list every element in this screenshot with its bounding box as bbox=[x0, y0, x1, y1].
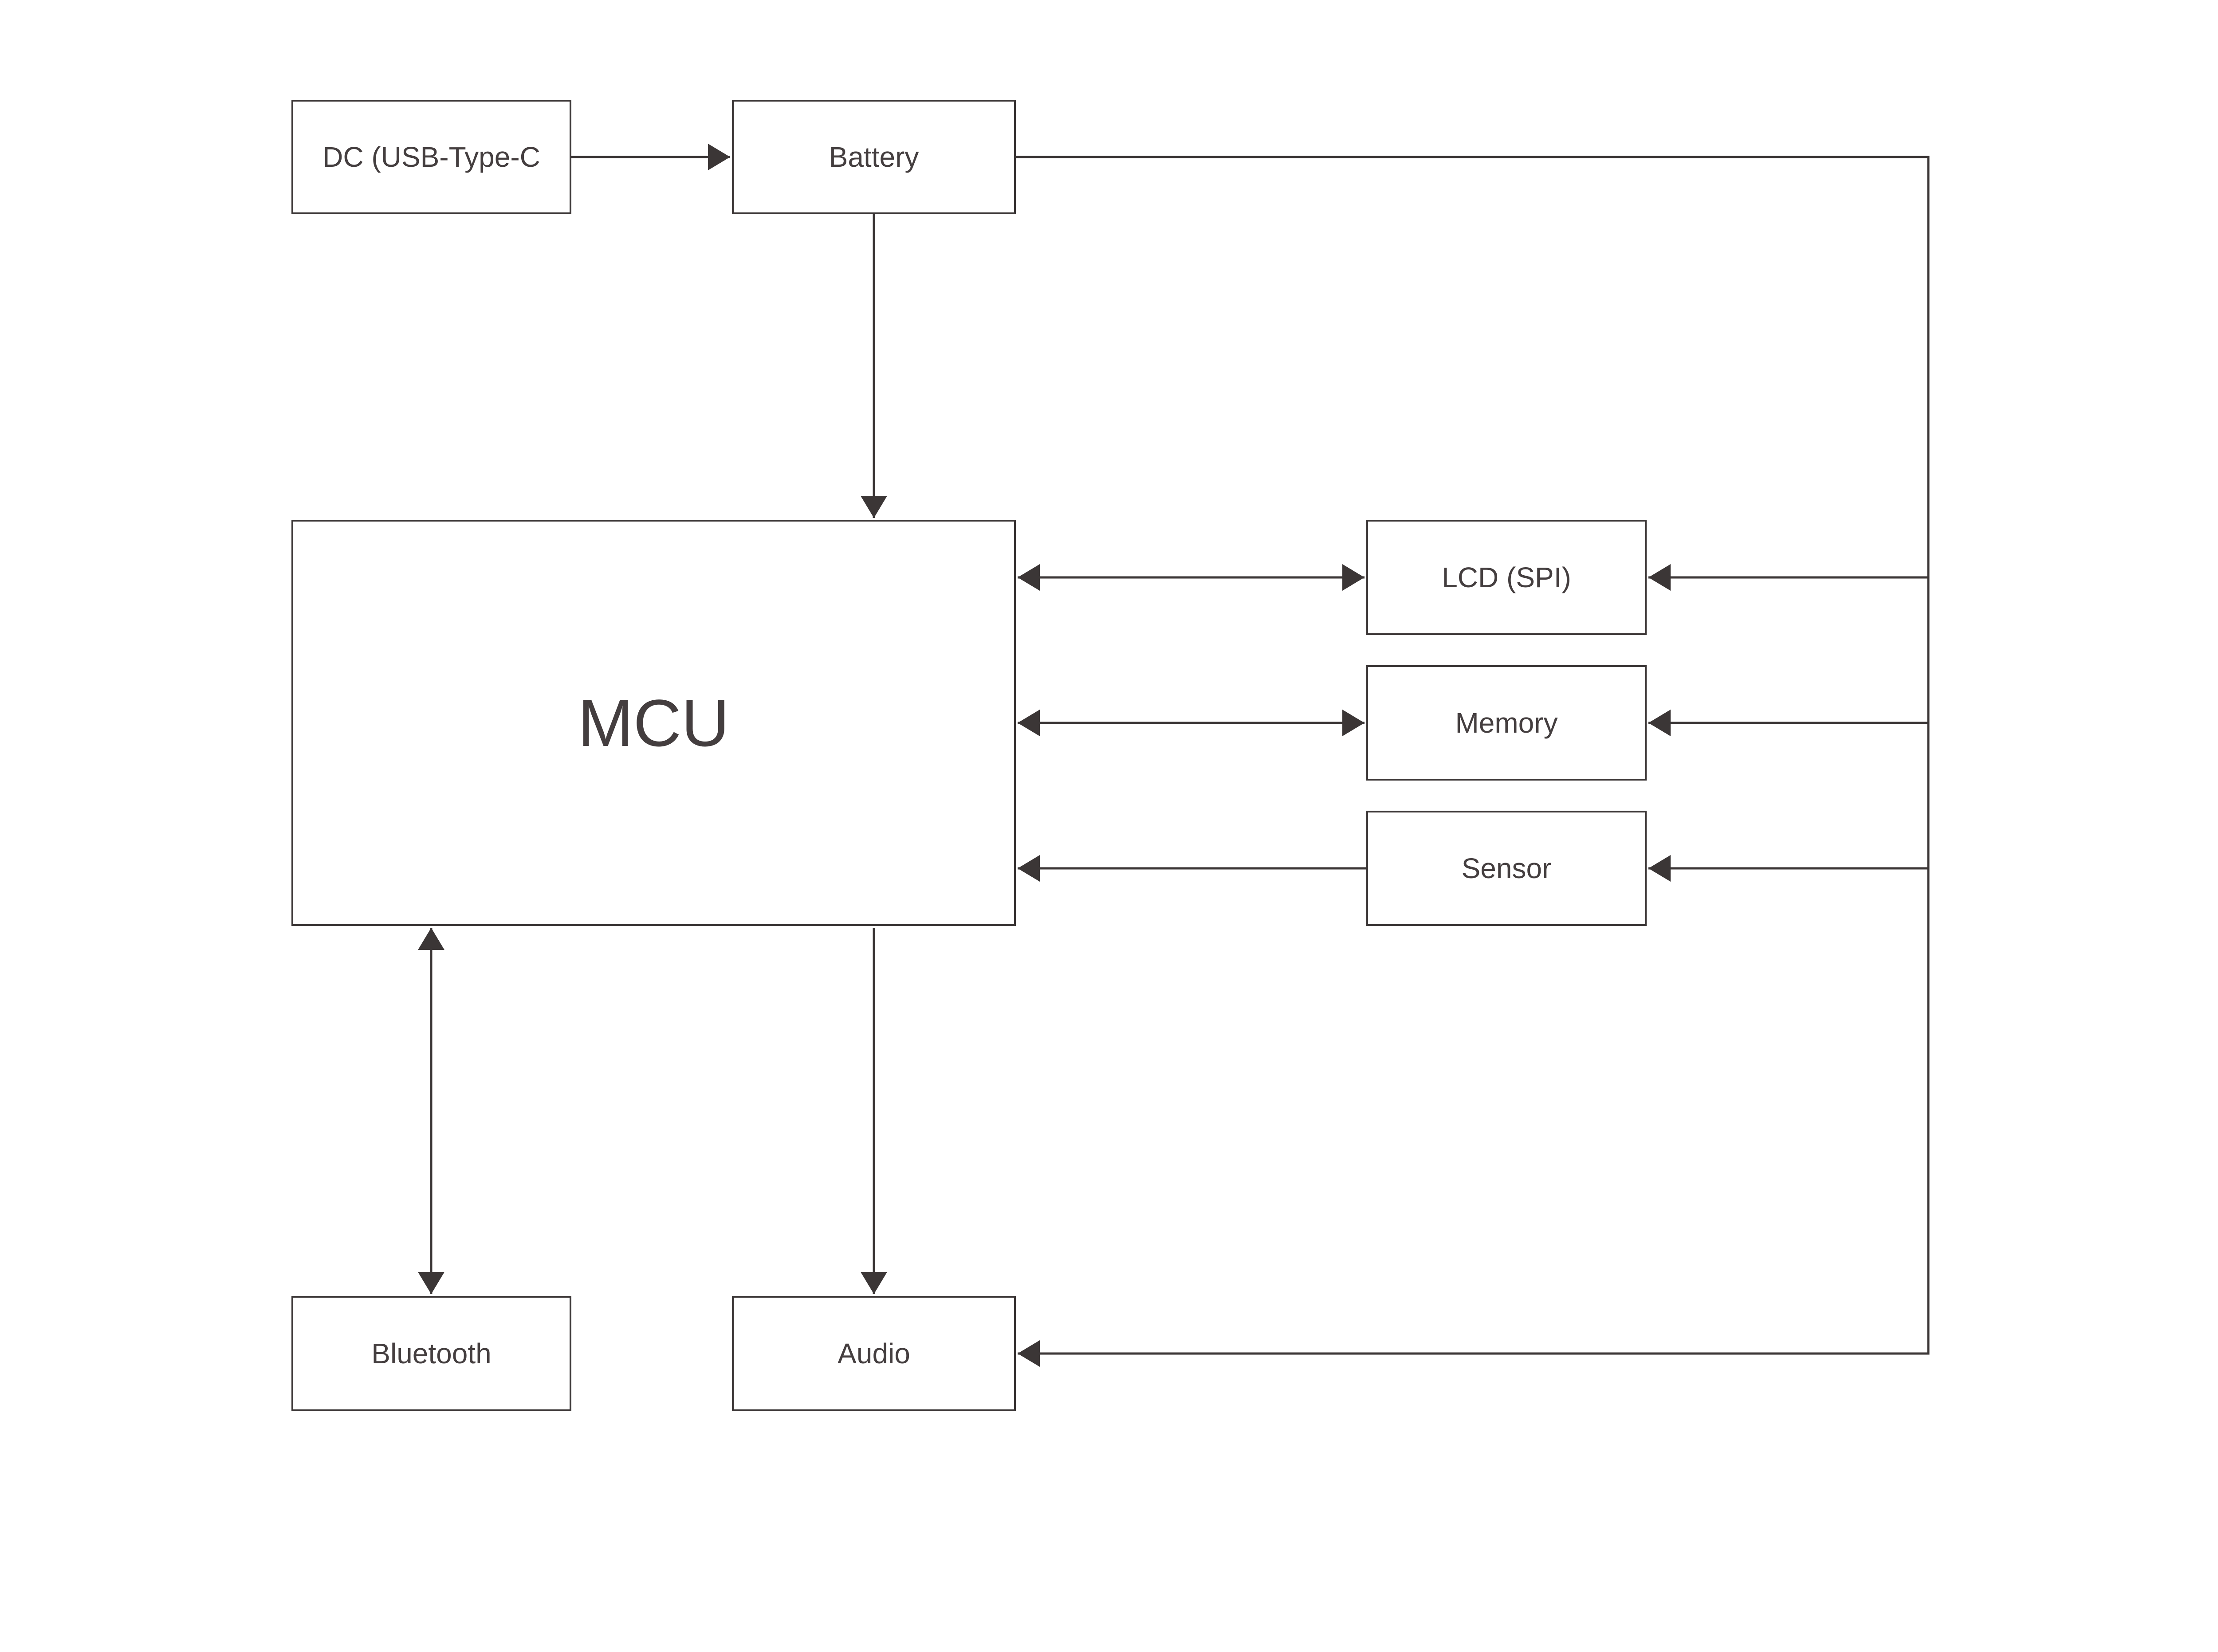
node-bluetooth-label: Bluetooth bbox=[371, 1338, 492, 1369]
node-sensor: Sensor bbox=[1366, 811, 1647, 926]
edge-power-bus-audio bbox=[1016, 156, 1930, 1367]
node-bluetooth: Bluetooth bbox=[291, 1296, 571, 1411]
node-memory: Memory bbox=[1366, 665, 1647, 781]
node-dc-usb-type-c-label: DC (USB-Type-C bbox=[322, 141, 540, 173]
node-mcu-label: MCU bbox=[578, 685, 730, 760]
node-lcd-spi: LCD (SPI) bbox=[1366, 520, 1647, 635]
node-battery: Battery bbox=[732, 100, 1016, 214]
node-dc-usb-type-c: DC (USB-Type-C bbox=[291, 100, 571, 214]
node-mcu: MCU bbox=[291, 520, 1016, 926]
node-battery-label: Battery bbox=[829, 141, 919, 173]
node-lcd-spi-label: LCD (SPI) bbox=[1442, 561, 1571, 593]
node-audio: Audio bbox=[732, 1296, 1016, 1411]
node-memory-label: Memory bbox=[1455, 707, 1558, 739]
node-audio-label: Audio bbox=[838, 1338, 910, 1369]
node-sensor-label: Sensor bbox=[1461, 852, 1552, 884]
